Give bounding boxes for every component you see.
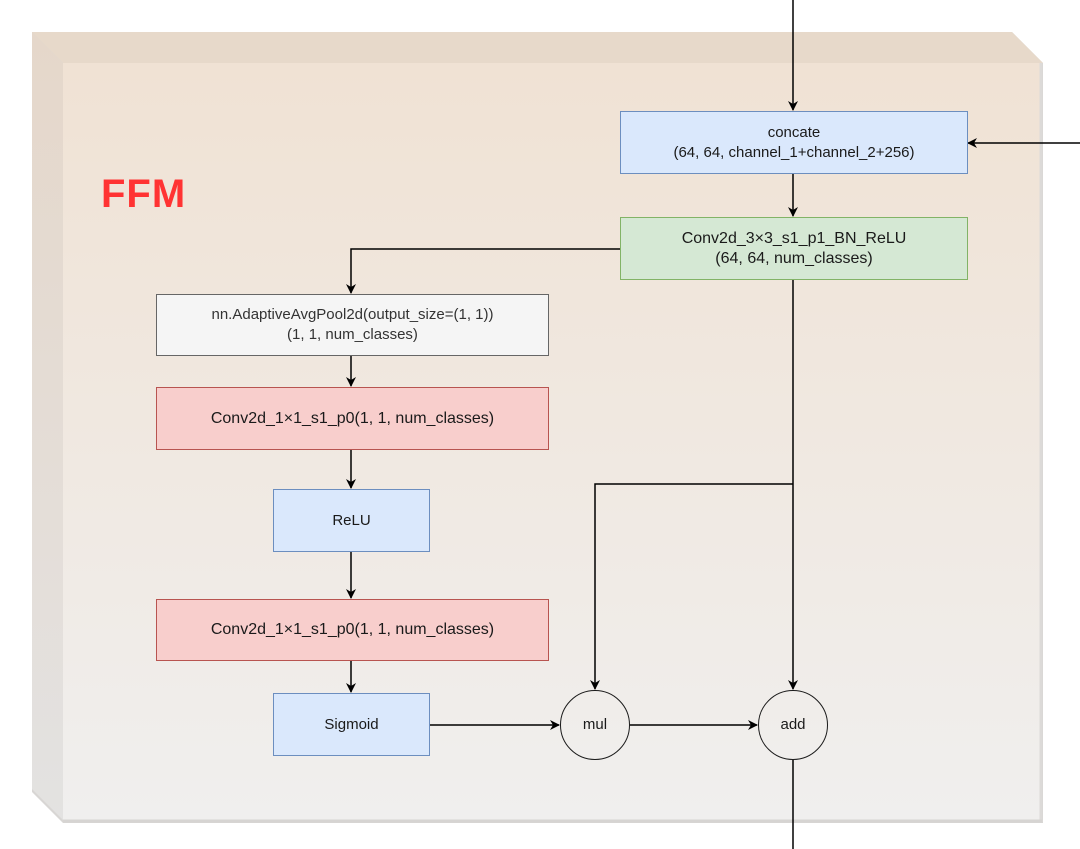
frame-top-bevel — [32, 32, 1043, 63]
module-title: FFM — [101, 172, 187, 216]
mul-label: mul — [582, 716, 608, 733]
edge-conv3x3-to-avgpool — [346, 248, 620, 294]
conv1x1-b-node[interactable]: Conv2d_1×1_s1_p0(1, 1, num_classes) — [156, 599, 549, 661]
concate-label: concate — [767, 123, 821, 141]
conv1x1-a-node[interactable]: Conv2d_1×1_s1_p0(1, 1, num_classes) — [156, 387, 549, 450]
conv3x3-node[interactable]: Conv2d_3×3_s1_p1_BN_ReLU (64, 64, num_cl… — [620, 217, 968, 280]
conv1x1-a-label: Conv2d_1×1_s1_p0(1, 1, num_classes) — [210, 409, 495, 427]
avgpool-label: nn.AdaptiveAvgPool2d(output_size=(1, 1)) — [211, 306, 494, 323]
add-node[interactable]: add — [758, 690, 828, 760]
conv3x3-shape: (64, 64, num_classes) — [715, 249, 873, 267]
relu-label: ReLU — [332, 511, 371, 529]
edge-conv3x3-to-mul — [590, 483, 793, 690]
conv3x3-label: Conv2d_3×3_s1_p1_BN_ReLU — [681, 229, 907, 247]
frame-left-bevel — [32, 32, 63, 820]
concate-shape: (64, 64, channel_1+channel_2+256) — [673, 143, 915, 161]
relu-node[interactable]: ReLU — [273, 489, 430, 552]
mul-node[interactable]: mul — [560, 690, 630, 760]
conv1x1-b-label: Conv2d_1×1_s1_p0(1, 1, num_classes) — [210, 621, 495, 638]
concate-node[interactable]: concate (64, 64, channel_1+channel_2+256… — [620, 111, 968, 174]
add-label: add — [780, 716, 806, 733]
sigmoid-label: Sigmoid — [324, 715, 379, 733]
avgpool-node[interactable]: nn.AdaptiveAvgPool2d(output_size=(1, 1))… — [156, 294, 549, 356]
avgpool-shape: (1, 1, num_classes) — [287, 326, 418, 343]
sigmoid-node[interactable]: Sigmoid — [273, 693, 430, 756]
